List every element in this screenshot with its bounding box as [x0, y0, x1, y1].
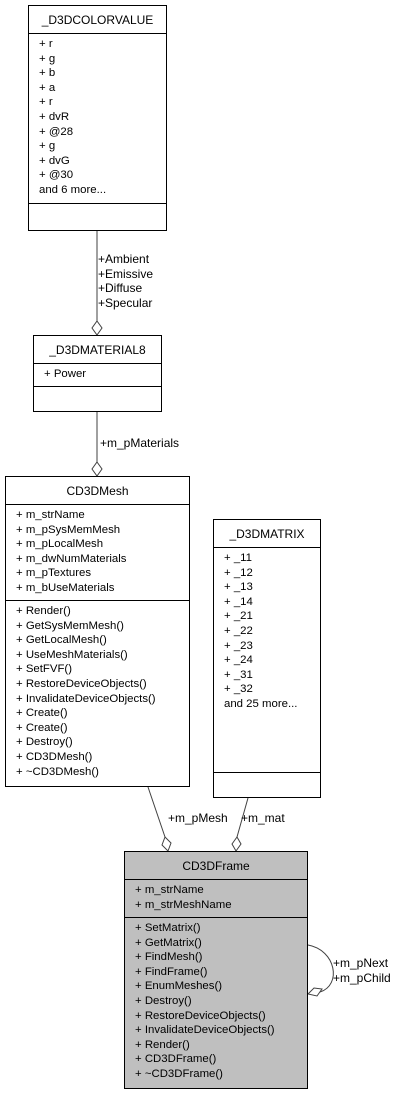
edge-label: +Ambient — [98, 252, 150, 266]
attribute: + m_strName — [16, 509, 85, 521]
attribute: + a — [39, 81, 56, 94]
method: + FindFrame() — [135, 965, 208, 978]
attributes-section: + _11 + _12 + _13 + _14 + _21 + _22 + _2… — [214, 548, 320, 773]
attribute: + _24 — [224, 654, 253, 667]
attributes-section: + r + g + b + a + r + dvR + @28 + g + dv… — [29, 34, 166, 204]
method: + GetLocalMesh() — [16, 634, 107, 647]
attribute: + m_pLocalMesh — [16, 538, 104, 551]
attribute: + r — [39, 38, 53, 50]
class-material[interactable]: _D3DMATERIAL8 + Power — [33, 335, 162, 412]
methods-section — [34, 387, 161, 411]
edge-frame-self — [307, 944, 334, 993]
method: + Destroy() — [135, 994, 192, 1007]
edge-mesh-to-frame — [147, 786, 166, 838]
methods-section — [214, 773, 320, 797]
edge-matrix-to-frame — [236, 797, 249, 838]
method: + CD3DMesh() — [16, 750, 93, 763]
edge-label-mat: +m_mat — [241, 811, 285, 825]
attribute: + g — [39, 140, 56, 153]
method: + InvalidateDeviceObjects() — [135, 1024, 275, 1037]
method: + FindMesh() — [135, 951, 203, 964]
attribute: + @28 — [39, 125, 74, 138]
class-title: CD3DMesh — [6, 477, 189, 505]
attributes-section: + Power — [34, 364, 161, 387]
attribute: + m_dwNumMaterials — [16, 552, 127, 565]
attribute: + b — [39, 67, 56, 80]
attribute: + _11 — [224, 552, 252, 564]
attribute: + _23 — [224, 639, 253, 652]
class-title: _D3DCOLORVALUE — [29, 6, 166, 34]
attribute: + _21 — [224, 610, 253, 623]
method: + EnumMeshes() — [135, 980, 223, 993]
attributes-section: + m_strName + m_strMeshName — [125, 880, 307, 918]
method: + SetMatrix() — [135, 922, 201, 934]
class-colorvalue[interactable]: _D3DCOLORVALUE + r + g + b + a + r + dvR… — [28, 5, 167, 231]
aggregation-diamond-frame-matrix — [231, 836, 242, 852]
attribute: + Power — [44, 368, 87, 380]
attribute: + r — [39, 96, 53, 109]
attribute: + m_pSysMemMesh — [16, 523, 121, 536]
methods-section: + Render() + GetSysMemMesh() + GetLocalM… — [6, 601, 189, 782]
method: + SetFVF() — [16, 663, 73, 676]
aggregation-diamond-mesh — [91, 461, 103, 477]
attribute: + _32 — [224, 683, 253, 696]
method: + Destroy() — [16, 736, 73, 749]
method: + GetMatrix() — [135, 936, 202, 949]
methods-section — [29, 204, 166, 230]
class-mesh[interactable]: CD3DMesh + m_strName + m_pSysMemMesh + m… — [5, 476, 190, 787]
attribute: + @30 — [39, 169, 74, 182]
attributes-section: + m_strName + m_pSysMemMesh + m_pLocalMe… — [6, 505, 189, 601]
attribute: + _22 — [224, 624, 253, 637]
attribute: + _13 — [224, 581, 253, 594]
method: + InvalidateDeviceObjects() — [16, 692, 156, 705]
edge-label: +Diffuse — [98, 281, 143, 295]
method: + ~CD3DFrame() — [135, 1067, 223, 1080]
method: + CD3DFrame() — [135, 1053, 217, 1066]
class-matrix[interactable]: _D3DMATRIX + _11 + _12 + _13 + _14 + _21… — [213, 519, 321, 798]
attribute: + dvR — [39, 110, 70, 123]
attribute: + g — [39, 52, 56, 65]
method: + RestoreDeviceObjects() — [135, 1009, 266, 1022]
method: + UseMeshMaterials() — [16, 648, 128, 661]
class-title: CD3DFrame — [125, 852, 307, 880]
method: + GetSysMemMesh() — [16, 619, 124, 632]
attribute: + _12 — [224, 566, 253, 579]
method: + ~CD3DMesh() — [16, 765, 99, 778]
method: + Render() — [16, 605, 71, 617]
attribute: + m_strName — [135, 884, 204, 896]
attribute: + m_bUseMaterials — [16, 581, 115, 594]
attribute: + m_pTextures — [16, 567, 92, 580]
aggregation-diamond-material — [91, 320, 103, 336]
attribute: + _14 — [224, 595, 253, 608]
edge-label-self: +m_pNext +m_pChild — [333, 956, 391, 985]
method: + Create() — [16, 721, 68, 734]
edge-label: +m_pChild — [333, 970, 391, 985]
edge-label-colorvalue: +Ambient +Emissive +Diffuse +Specular — [98, 252, 153, 310]
attribute-more: and 6 more... — [39, 183, 107, 196]
method: + Render() — [135, 1038, 190, 1051]
method: + RestoreDeviceObjects() — [16, 677, 147, 690]
aggregation-diamond-frame-self — [307, 987, 323, 997]
edge-label-mesh: +m_pMesh — [168, 811, 228, 825]
edge-label: +Emissive — [98, 266, 154, 281]
attribute: + dvG — [39, 154, 70, 167]
aggregation-diamond-frame-mesh — [161, 836, 172, 852]
class-title: _D3DMATRIX — [214, 520, 320, 548]
attribute: + _31 — [224, 668, 253, 681]
class-frame[interactable]: CD3DFrame + m_strName + m_strMeshName + … — [124, 851, 308, 1089]
edge-label-materials: +m_pMaterials — [100, 436, 180, 450]
attribute-more: and 25 more... — [224, 697, 298, 710]
class-title: _D3DMATERIAL8 — [34, 336, 161, 364]
methods-section: + SetMatrix() + GetMatrix() + FindMesh()… — [125, 918, 307, 1085]
edge-label: +m_pNext — [333, 956, 389, 970]
edge-label: +Specular — [98, 295, 153, 310]
method: + Create() — [16, 707, 68, 720]
attribute: + m_strMeshName — [135, 898, 232, 911]
